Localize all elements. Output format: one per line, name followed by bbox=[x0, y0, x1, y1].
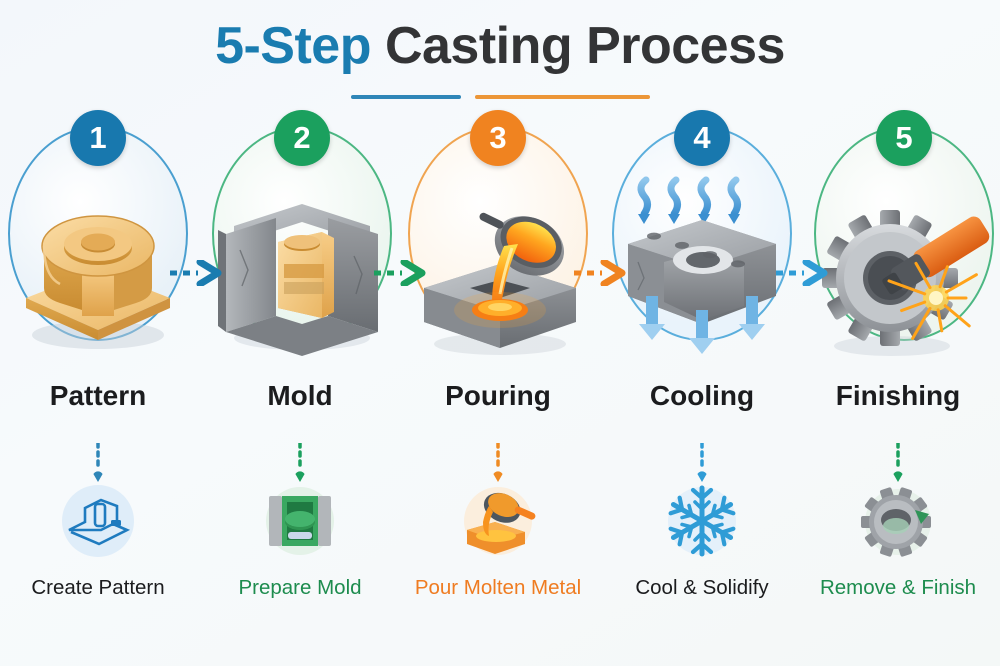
sub-label-3: Pour Molten Metal bbox=[414, 576, 582, 599]
blueprint-pattern-icon bbox=[55, 478, 141, 564]
step-card-1: 1 bbox=[0, 110, 196, 368]
connector-dotted-4 bbox=[695, 441, 709, 483]
step-card-3: 3 bbox=[400, 110, 596, 368]
sand-mold-box-icon bbox=[204, 170, 400, 360]
step-badge-2: 2 bbox=[274, 110, 330, 166]
sub-items-row: Create Pattern Prepare Mold Pour Molten … bbox=[0, 478, 1000, 618]
finished-gear-icon bbox=[855, 478, 941, 564]
step-badge-1: 1 bbox=[70, 110, 126, 166]
open-mold-icon bbox=[257, 478, 343, 564]
title-accent: 5-Step bbox=[215, 17, 371, 75]
arrow-step-3-to-4 bbox=[572, 258, 634, 288]
connector-dotted-1 bbox=[91, 441, 105, 483]
snowflake-icon bbox=[659, 478, 745, 564]
sub-item-5: Remove & Finish bbox=[798, 478, 998, 600]
gear-grinding-icon bbox=[806, 170, 1000, 360]
step-card-5: 5 bbox=[806, 110, 1000, 368]
sub-item-1: Create Pattern bbox=[0, 478, 198, 600]
step-labels-row: Pattern Mold Pouring Cooling Finishing bbox=[0, 380, 1000, 430]
title-rule-blue bbox=[350, 95, 461, 99]
step-label-1: Pattern bbox=[49, 380, 147, 411]
sub-item-4: Cool & Solidify bbox=[602, 478, 802, 600]
arrow-step-4-to-5 bbox=[774, 258, 836, 288]
step-label-3: Pouring bbox=[445, 380, 551, 411]
step-badge-5: 5 bbox=[876, 110, 932, 166]
step-label-4: Cooling bbox=[649, 380, 755, 411]
connector-dotted-5 bbox=[891, 441, 905, 483]
connector-dotted-2 bbox=[293, 441, 307, 483]
arrow-step-1-to-2 bbox=[168, 258, 230, 288]
step-badge-3: 3 bbox=[470, 110, 526, 166]
title-underline bbox=[0, 95, 1000, 99]
step-card-4: 4 bbox=[604, 110, 800, 368]
pour-ladle-icon bbox=[455, 478, 541, 564]
sub-label-5: Remove & Finish bbox=[819, 576, 977, 599]
title-rule-orange bbox=[474, 95, 650, 99]
sub-label-4: Cool & Solidify bbox=[635, 576, 769, 599]
step-label-5: Finishing bbox=[835, 380, 961, 411]
steps-row: 1 2 bbox=[0, 110, 1000, 378]
sub-label-1: Create Pattern bbox=[31, 576, 165, 599]
step-card-2: 2 bbox=[204, 110, 400, 368]
ladle-pouring-molten-metal-icon bbox=[400, 170, 596, 360]
arrow-step-2-to-3 bbox=[372, 258, 434, 288]
pattern-3d-model-icon bbox=[0, 170, 196, 360]
title-main: Casting Process bbox=[384, 17, 786, 75]
step-badge-4: 4 bbox=[674, 110, 730, 166]
sub-item-2: Prepare Mold bbox=[200, 478, 400, 600]
page-title: 5-Step Casting Process bbox=[0, 16, 1000, 76]
sub-label-2: Prepare Mold bbox=[238, 576, 362, 599]
cooling-casting-icon bbox=[604, 170, 800, 360]
connector-dotted-3 bbox=[491, 441, 505, 483]
step-label-2: Mold bbox=[267, 380, 333, 411]
sub-item-3: Pour Molten Metal bbox=[398, 478, 598, 600]
